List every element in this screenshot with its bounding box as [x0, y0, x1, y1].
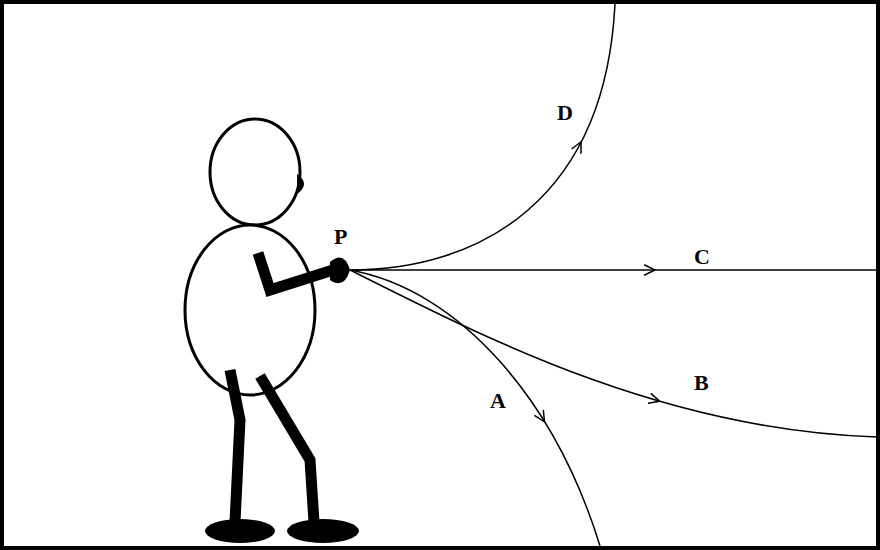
path-label: B — [694, 372, 709, 394]
hand — [330, 258, 350, 284]
nose — [298, 176, 303, 192]
left-leg — [230, 370, 240, 522]
head — [210, 119, 300, 225]
path-label: C — [694, 246, 710, 268]
arrowhead — [572, 142, 582, 154]
left-foot — [205, 519, 275, 543]
arrowhead — [648, 393, 660, 403]
trajectory-b — [350, 270, 877, 437]
body — [185, 225, 315, 395]
path-label: A — [490, 390, 506, 412]
right-leg — [260, 376, 314, 522]
arm — [258, 253, 333, 290]
arrowhead — [644, 265, 655, 275]
point-label: P — [334, 226, 347, 248]
right-foot — [287, 519, 359, 543]
trajectory-d — [350, 4, 615, 270]
arrowhead — [534, 410, 544, 422]
path-label: D — [557, 102, 573, 124]
trajectory-c — [350, 269, 877, 271]
trajectory-a — [350, 270, 600, 546]
